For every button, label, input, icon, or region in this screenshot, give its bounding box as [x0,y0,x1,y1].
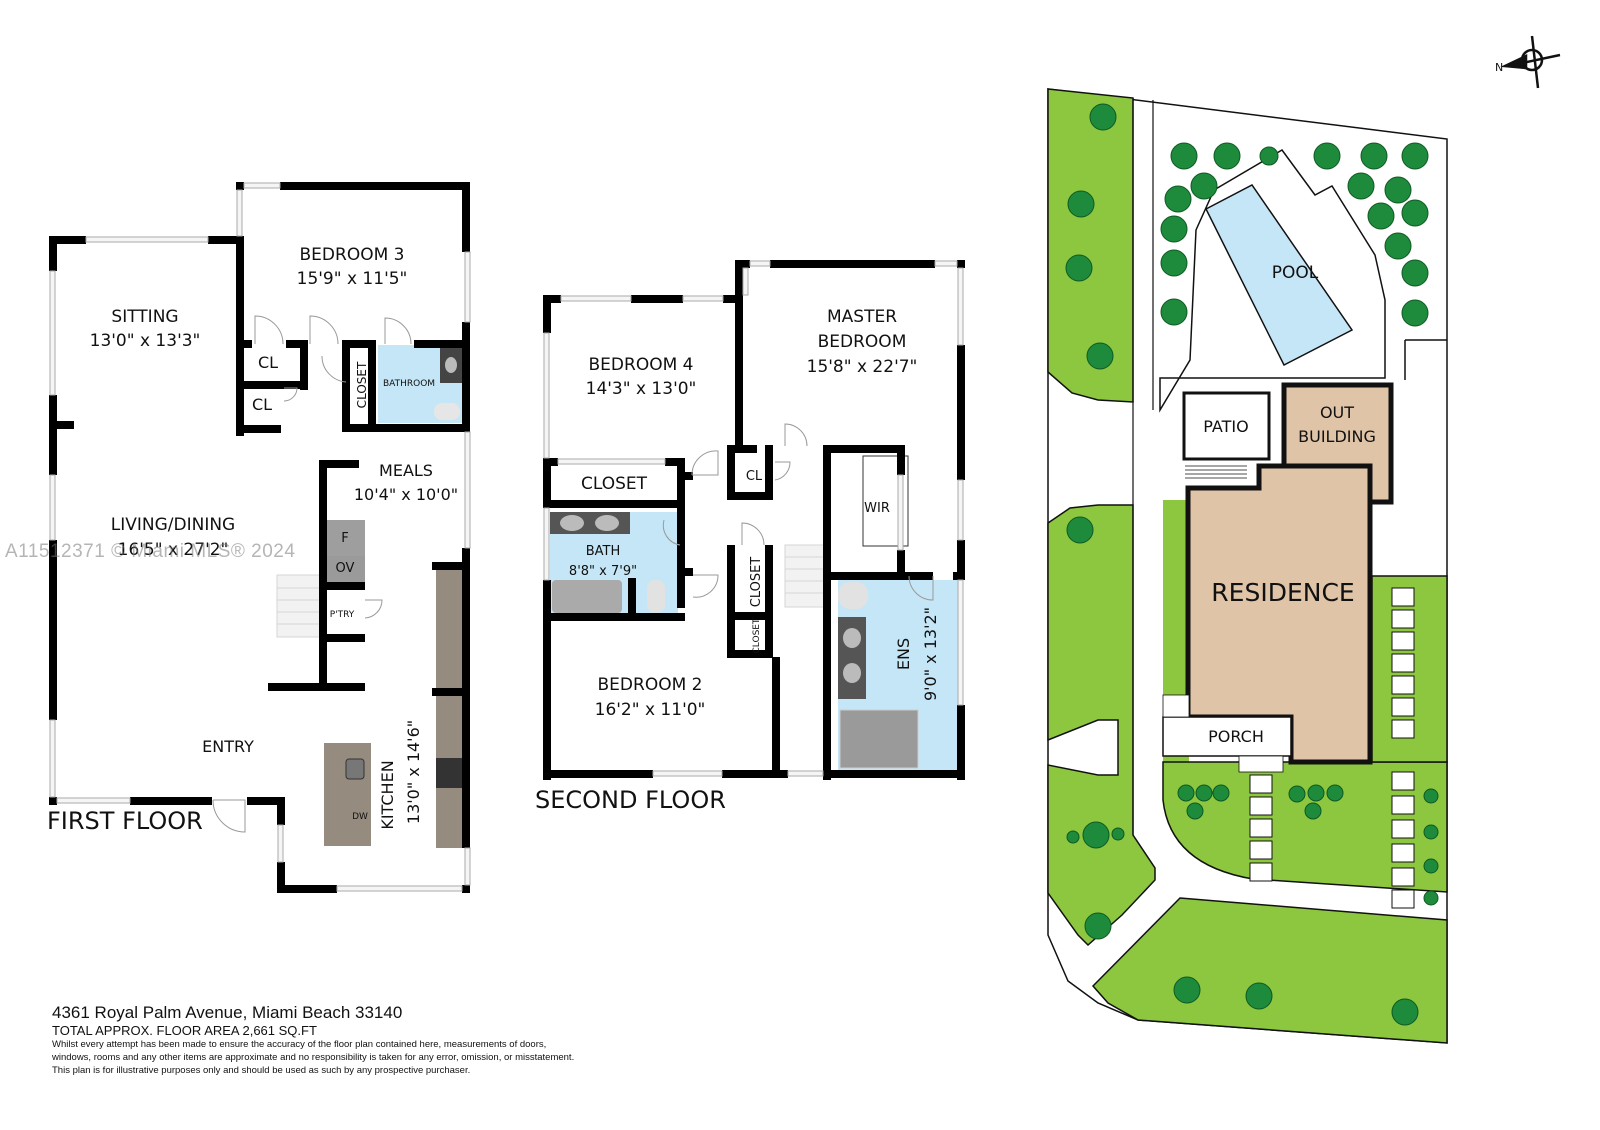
label-pantry: P'TRY [330,610,355,620]
label-out-building-1: OUT [1320,403,1354,422]
label-closet-3: CLOSET [752,618,762,653]
oven-icon [327,556,365,586]
room-dims-bedroom-4: 14'3" x 13'0" [586,379,697,399]
first-floor-plan: BEDROOM 3 15'9" x 11'5" SITTING 13'0" x … [47,182,471,893]
total-floor-area: TOTAL APPROX. FLOOR AREA 2,661 SQ.FT [52,1023,317,1038]
first-floor-walls [49,182,470,893]
label-pool: POOL [1272,263,1319,283]
first-floor-title: FIRST FLOOR [47,807,203,835]
tree-icons [1065,103,1439,1026]
stairs-icon [276,574,322,638]
label-patio: PATIO [1203,417,1248,436]
label-closet: CLOSET [355,361,369,408]
stairs-icon [784,544,830,608]
lawn-south [1091,897,1448,1044]
room-name-bedroom-2: BEDROOM 2 [598,675,703,695]
label-closet-2: CLOSET [749,557,764,608]
disclaimer-line-3: This plan is for illustrative purposes o… [52,1065,471,1076]
room-dims-bedroom-2: 16'2" x 11'0" [595,700,706,720]
label-closet-1: CLOSET [581,474,648,494]
label-bathroom: BATHROOM [383,379,435,389]
property-address: 4361 Royal Palm Avenue, Miami Beach 3314… [52,1003,403,1022]
room-dims-bath: 8'8" x 7'9" [569,564,637,579]
kitchen-counter [436,568,462,848]
room-name-sitting: SITTING [111,307,178,327]
room-name-master-bedroom: MASTER [827,307,897,327]
label-wir: WIR [864,501,890,516]
label-dishwasher: DW [352,812,368,822]
compass-north-label: N [1495,61,1503,74]
room-dims-master-bedroom: 15'8" x 22'7" [807,357,918,377]
fridge-icon [327,520,365,556]
room-name-meals: MEALS [379,461,433,480]
label-cl-1: CL [258,353,278,372]
room-dims-living-dining: 16'5" x 27'2" [118,540,229,560]
label-porch: PORCH [1208,727,1264,746]
room-name-bedroom-4: BEDROOM 4 [589,355,694,375]
pool [1204,184,1354,367]
footer: 4361 Royal Palm Avenue, Miami Beach 3314… [52,1003,692,1077]
kitchen-island [324,743,371,846]
room-name-kitchen: KITCHEN [378,760,397,829]
label-cl-2: CL [252,395,272,414]
room-dims-bedroom-3: 15'9" x 11'5" [297,269,408,289]
room-name-ensuite: ENS [894,638,913,670]
label-residence: RESIDENCE [1211,578,1354,607]
patio [1182,391,1271,461]
disclaimer-line-1: Whilst every attempt has been made to en… [52,1039,547,1050]
room-name-entry: ENTRY [202,737,254,756]
second-floor-plan: BEDROOM 4 14'3" x 13'0" MASTER BEDROOM 1… [535,260,965,814]
room-dims-ensuite: 9'0" x 13'2" [921,607,940,701]
second-floor-walls [543,260,965,780]
second-floor-doors [662,423,934,601]
porch [1162,716,1292,757]
label-oven: OV [336,561,355,576]
porch-steps-icon [1238,755,1284,773]
first-floor-windows [49,182,471,892]
shower-icon [839,709,919,769]
second-floor-windows [543,260,964,777]
bathtub-icon [552,580,622,613]
toilet-icon [647,580,665,613]
kitchen-sink-icon [345,758,365,780]
site-plan [1047,35,1561,1044]
room-dims-sitting: 13'0" x 13'3" [90,331,201,351]
disclaimer-line-2: windows, rooms and any other items are a… [52,1052,575,1063]
room-name-living-dining: LIVING/DINING [111,515,235,535]
room-name-bath: BATH [586,544,621,559]
cooktop-icon [436,758,462,788]
mls-watermark: A11512371 © Miami MLS® 2024 [5,541,296,562]
room-name-bedroom-3: BEDROOM 3 [300,245,405,265]
stepping-stones [1249,587,1415,909]
label-out-building-2: BUILDING [1298,427,1376,446]
room-dims-meals: 10'4" x 10'0" [354,485,458,504]
second-floor-title: SECOND FLOOR [535,786,726,814]
room-name-master-bedroom-2: BEDROOM [818,332,907,352]
room-dims-kitchen: 13'0" x 14'6" [404,720,423,824]
compass-icon [1500,35,1561,89]
label-cl: CL [746,469,763,484]
first-floor-doors [212,315,412,833]
patio-steps-icon [1185,465,1247,479]
side-steps-icon [1162,694,1190,718]
label-fridge: F [341,531,348,546]
toilet-icon [434,403,460,420]
